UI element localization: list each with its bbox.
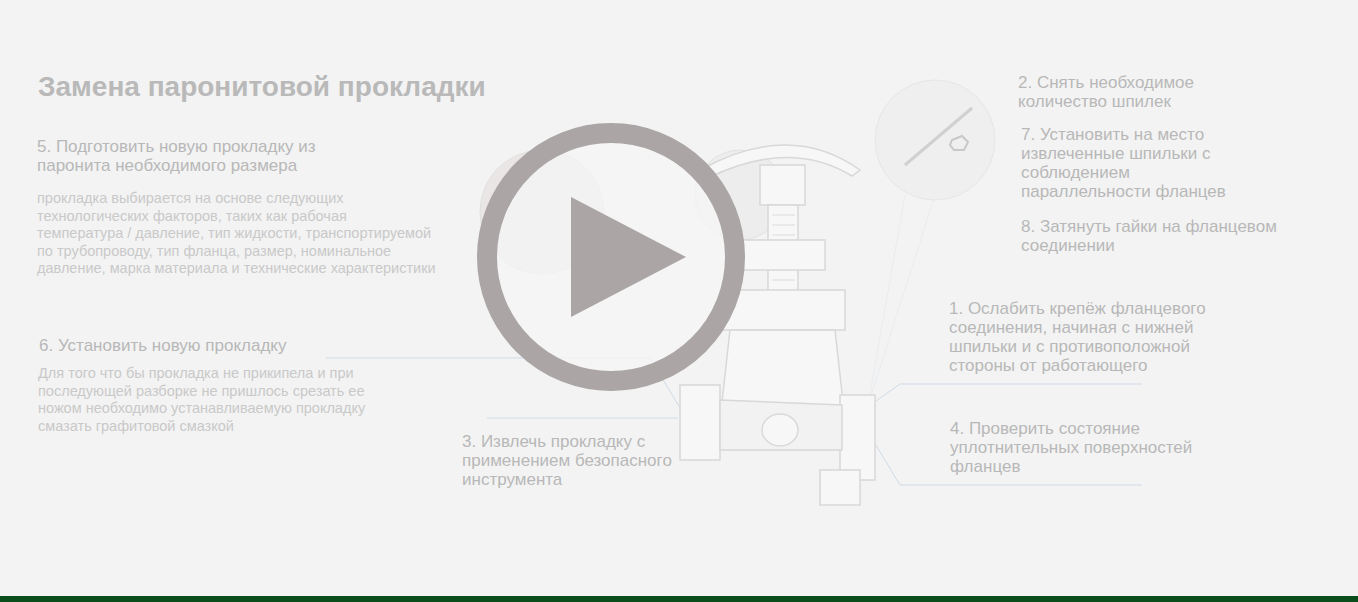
step-note: Для того что бы прокладка не прикипела и…	[38, 365, 388, 435]
step-heading: 6. Установить новую прокладку	[39, 336, 329, 355]
diagram-title: Замена паронитовой прокладки	[38, 70, 598, 104]
footer-bar	[0, 596, 1358, 602]
step-heading: 5. Подготовить новую прокладку из парони…	[37, 137, 357, 175]
step-heading: 4. Проверить состояние уплотнительных по…	[950, 419, 1240, 476]
step-heading: 7. Установить на место извлеченные шпиль…	[1021, 125, 1261, 201]
step-heading: 3. Извлечь прокладку с применением безоп…	[462, 432, 702, 489]
step-heading: 8. Затянуть гайки на фланцевом соединени…	[1021, 217, 1286, 255]
step-heading: 1. Ослабить крепёж фланцевого соединения…	[949, 299, 1249, 375]
step-heading: 2. Снять необходимое количество шпилек	[1018, 73, 1233, 111]
step-note: прокладка выбирается на основе следующих…	[37, 190, 437, 278]
